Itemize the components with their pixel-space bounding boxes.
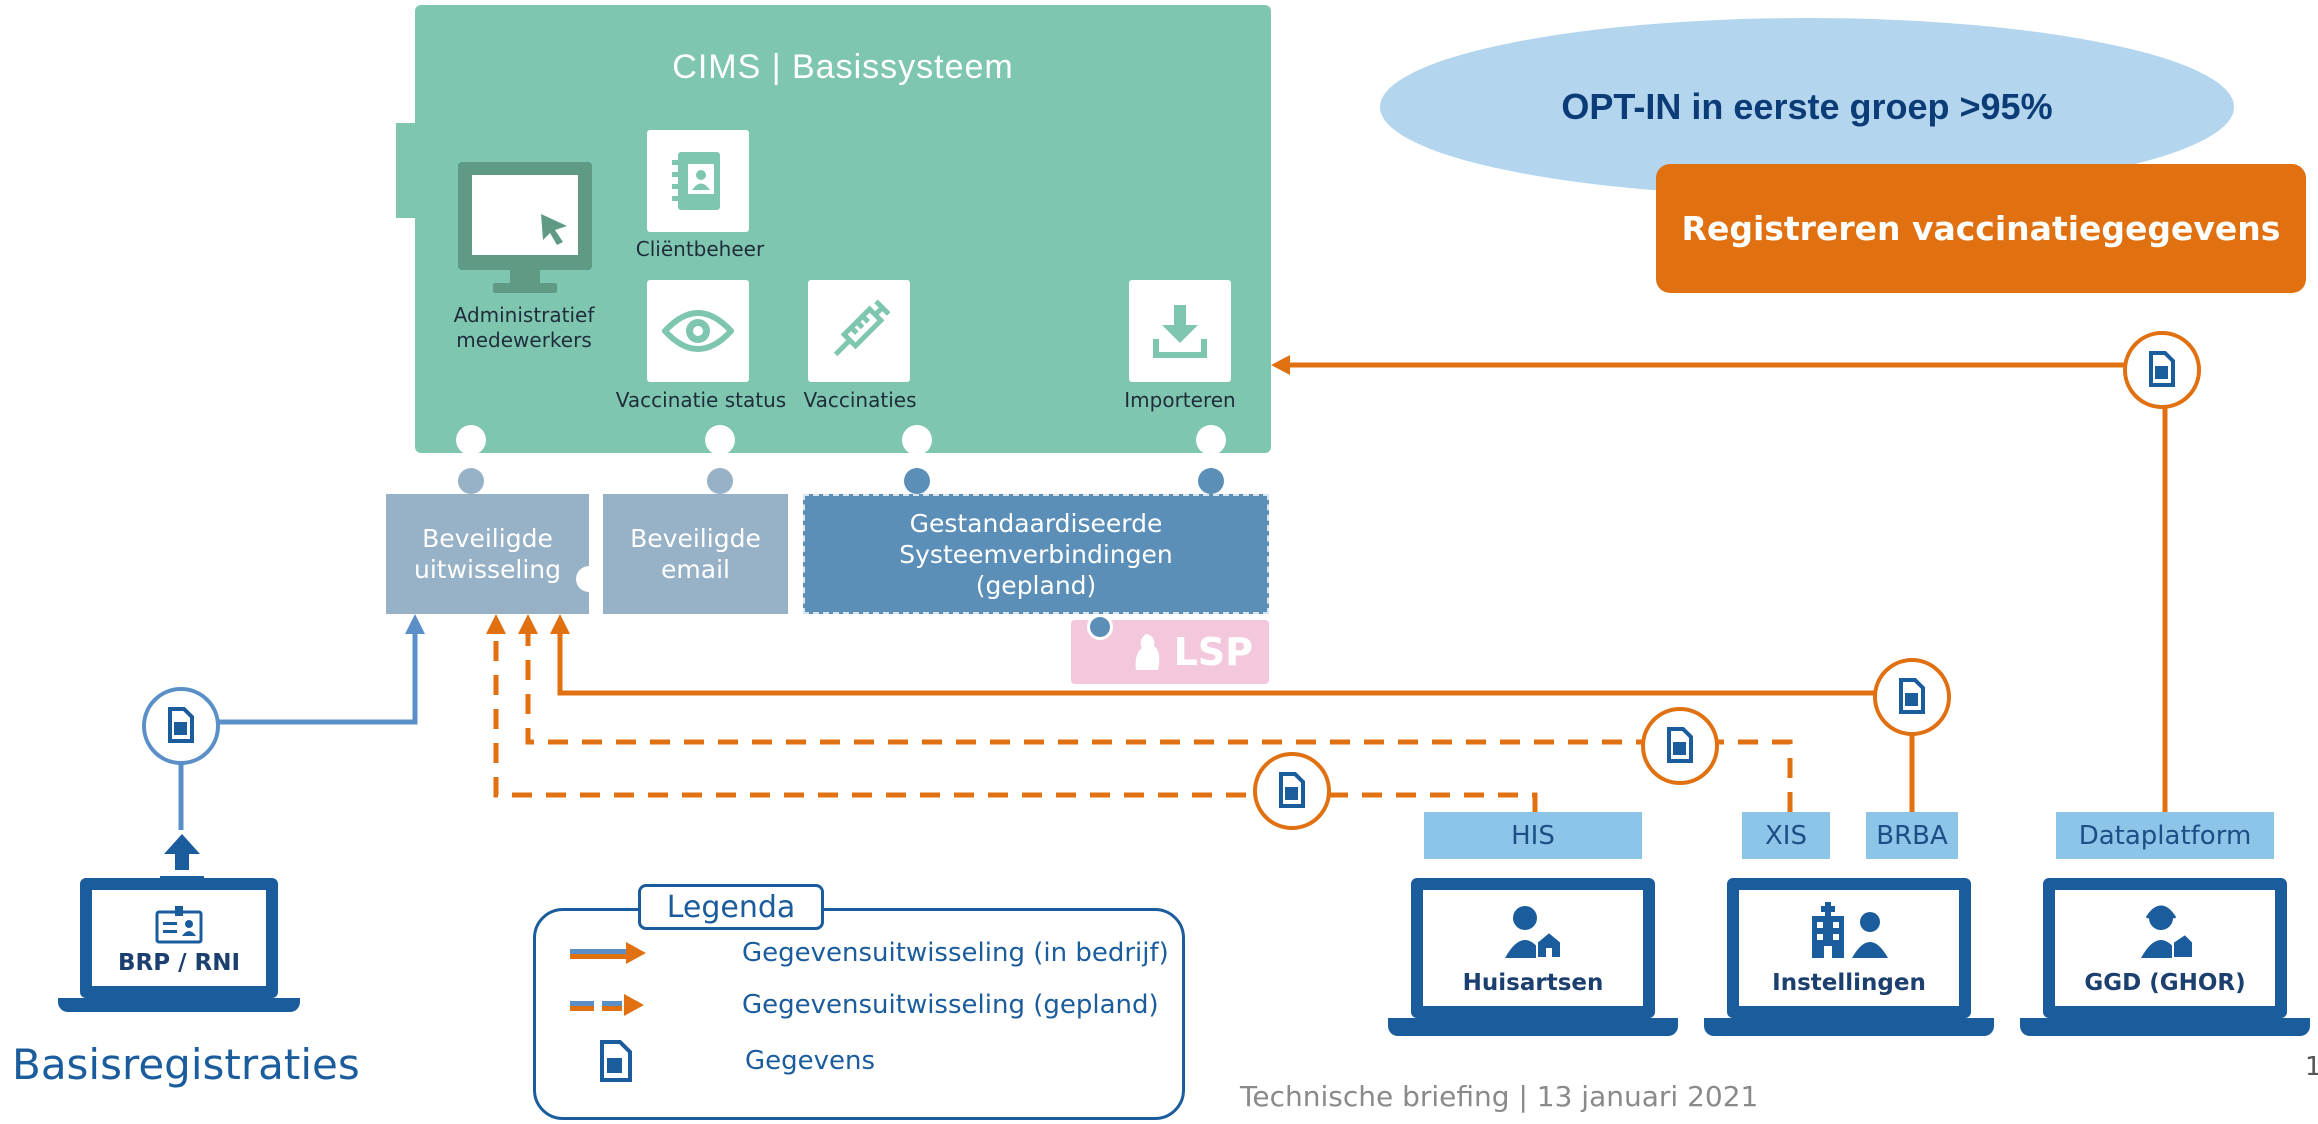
puzzle-knob xyxy=(707,468,733,494)
ggd-label: GGD (GHOR) xyxy=(2084,970,2246,996)
brp-laptop-screen: BRP / RNI xyxy=(80,878,278,998)
document-icon xyxy=(2123,331,2201,409)
instellingen-laptop-screen: Instellingen xyxy=(1727,878,1971,1018)
legend-gegevens: Gegevens xyxy=(745,1046,876,1076)
puzzle-knob xyxy=(1196,425,1226,455)
doctor-house-icon xyxy=(1505,906,1562,959)
legend-dashed-arrow-icon xyxy=(570,994,644,1016)
legend-box xyxy=(533,908,1185,1120)
basisregistraties-title: Basisregistraties xyxy=(12,1040,360,1089)
arrowhead-brba xyxy=(550,614,570,634)
line-xis-uitwisseling xyxy=(525,625,1793,812)
download-icon xyxy=(1153,305,1207,358)
module-label-client: Cliëntbeheer xyxy=(635,237,765,261)
huisartsen-label: Huisartsen xyxy=(1462,970,1604,996)
line-his-uitwisseling xyxy=(493,625,1538,812)
registreren-text: Registreren vaccinatiegegevens xyxy=(1681,209,2281,248)
puzzle-knob xyxy=(904,468,930,494)
vaccinaties-tile[interactable] xyxy=(808,280,910,382)
instellingen-laptop-base xyxy=(1704,1018,1994,1036)
registreren-banner: Registreren vaccinatiegegevens xyxy=(1656,164,2306,293)
module-label-vaccinaties: Vaccinaties xyxy=(803,388,917,412)
arrowhead-his xyxy=(486,614,506,634)
id-card-icon xyxy=(155,906,203,944)
hospital-nurse-icon xyxy=(1812,902,1888,958)
legend-solid-arrow-icon xyxy=(570,942,646,964)
legend-gepland: Gegevensuitwisseling (gepland) xyxy=(742,990,1159,1020)
document-icon xyxy=(1873,658,1951,736)
document-icon xyxy=(1253,752,1331,830)
puzzle-knob xyxy=(458,468,484,494)
lsp-label: LSP xyxy=(1173,630,1253,674)
his-label: HIS xyxy=(1424,812,1642,859)
ggd-laptop-base xyxy=(2020,1018,2310,1036)
page-number: 1 xyxy=(2305,1052,2318,1082)
module-label-status: Vaccinatie status xyxy=(615,388,787,412)
legend-in-bedrijf: Gegevensuitwisseling (in bedrijf) xyxy=(742,938,1169,968)
arrowhead-importeren xyxy=(1271,355,1290,375)
document-icon xyxy=(1641,707,1719,785)
cims-side-tab xyxy=(396,123,418,218)
legend-title: Legenda xyxy=(638,884,824,930)
document-icon xyxy=(142,687,220,765)
footer-text: Technische briefing | 13 januari 2021 xyxy=(1240,1080,1759,1113)
syringe-icon xyxy=(833,299,891,357)
brp-laptop-base xyxy=(58,998,300,1012)
huisartsen-laptop-screen: Huisartsen xyxy=(1411,878,1655,1018)
importeren-tile[interactable] xyxy=(1129,280,1231,382)
arrowhead-brp xyxy=(405,614,425,634)
xis-label: XIS xyxy=(1742,812,1830,859)
instellingen-label: Instellingen xyxy=(1772,970,1926,996)
systeemverbindingen-box[interactable]: Gestandaardiseerde Systeemverbindingen (… xyxy=(803,494,1269,614)
puzzle-knob xyxy=(1087,614,1113,640)
optin-text: OPT-IN in eerste groep >95% xyxy=(1561,86,2053,127)
huisartsen-laptop-base xyxy=(1388,1018,1678,1036)
ggd-laptop-screen: GGD (GHOR) xyxy=(2043,878,2287,1018)
document-icon xyxy=(600,1040,632,1082)
status-tile[interactable] xyxy=(647,280,749,382)
puzzle-knob xyxy=(1198,468,1224,494)
monitor-cursor-icon xyxy=(458,162,592,293)
beveiligde-uitwisseling-box[interactable]: Beveiligde uitwisseling xyxy=(386,494,589,614)
puzzle-knob xyxy=(456,425,486,455)
puzzle-knob xyxy=(902,425,932,455)
line-dataplatform-importeren xyxy=(1282,362,2168,820)
lsp-logo-icon xyxy=(1135,634,1159,670)
arrowhead-xis xyxy=(518,614,538,634)
brba-label: BRBA xyxy=(1866,812,1958,859)
module-label-admin: Administratief medewerkers xyxy=(453,303,595,352)
puzzle-knob xyxy=(705,425,735,455)
line-brp-uitwisseling xyxy=(178,625,418,830)
contact-book-icon xyxy=(672,152,720,210)
dataplatform-label: Dataplatform xyxy=(2056,812,2274,859)
module-label-importeren: Importeren xyxy=(1124,388,1236,412)
brp-label: BRP / RNI xyxy=(117,950,241,976)
client-tile[interactable] xyxy=(647,130,749,232)
eye-icon xyxy=(662,310,734,352)
line-brba-uitwisseling xyxy=(557,625,1915,812)
upload-arrow-icon xyxy=(160,834,204,882)
beveiligde-email-box[interactable]: Beveiligde email xyxy=(603,494,788,614)
puzzle-notch xyxy=(576,566,602,592)
ggd-person-icon xyxy=(2141,905,2194,959)
cims-title: CIMS | Basissysteem xyxy=(672,48,1014,86)
